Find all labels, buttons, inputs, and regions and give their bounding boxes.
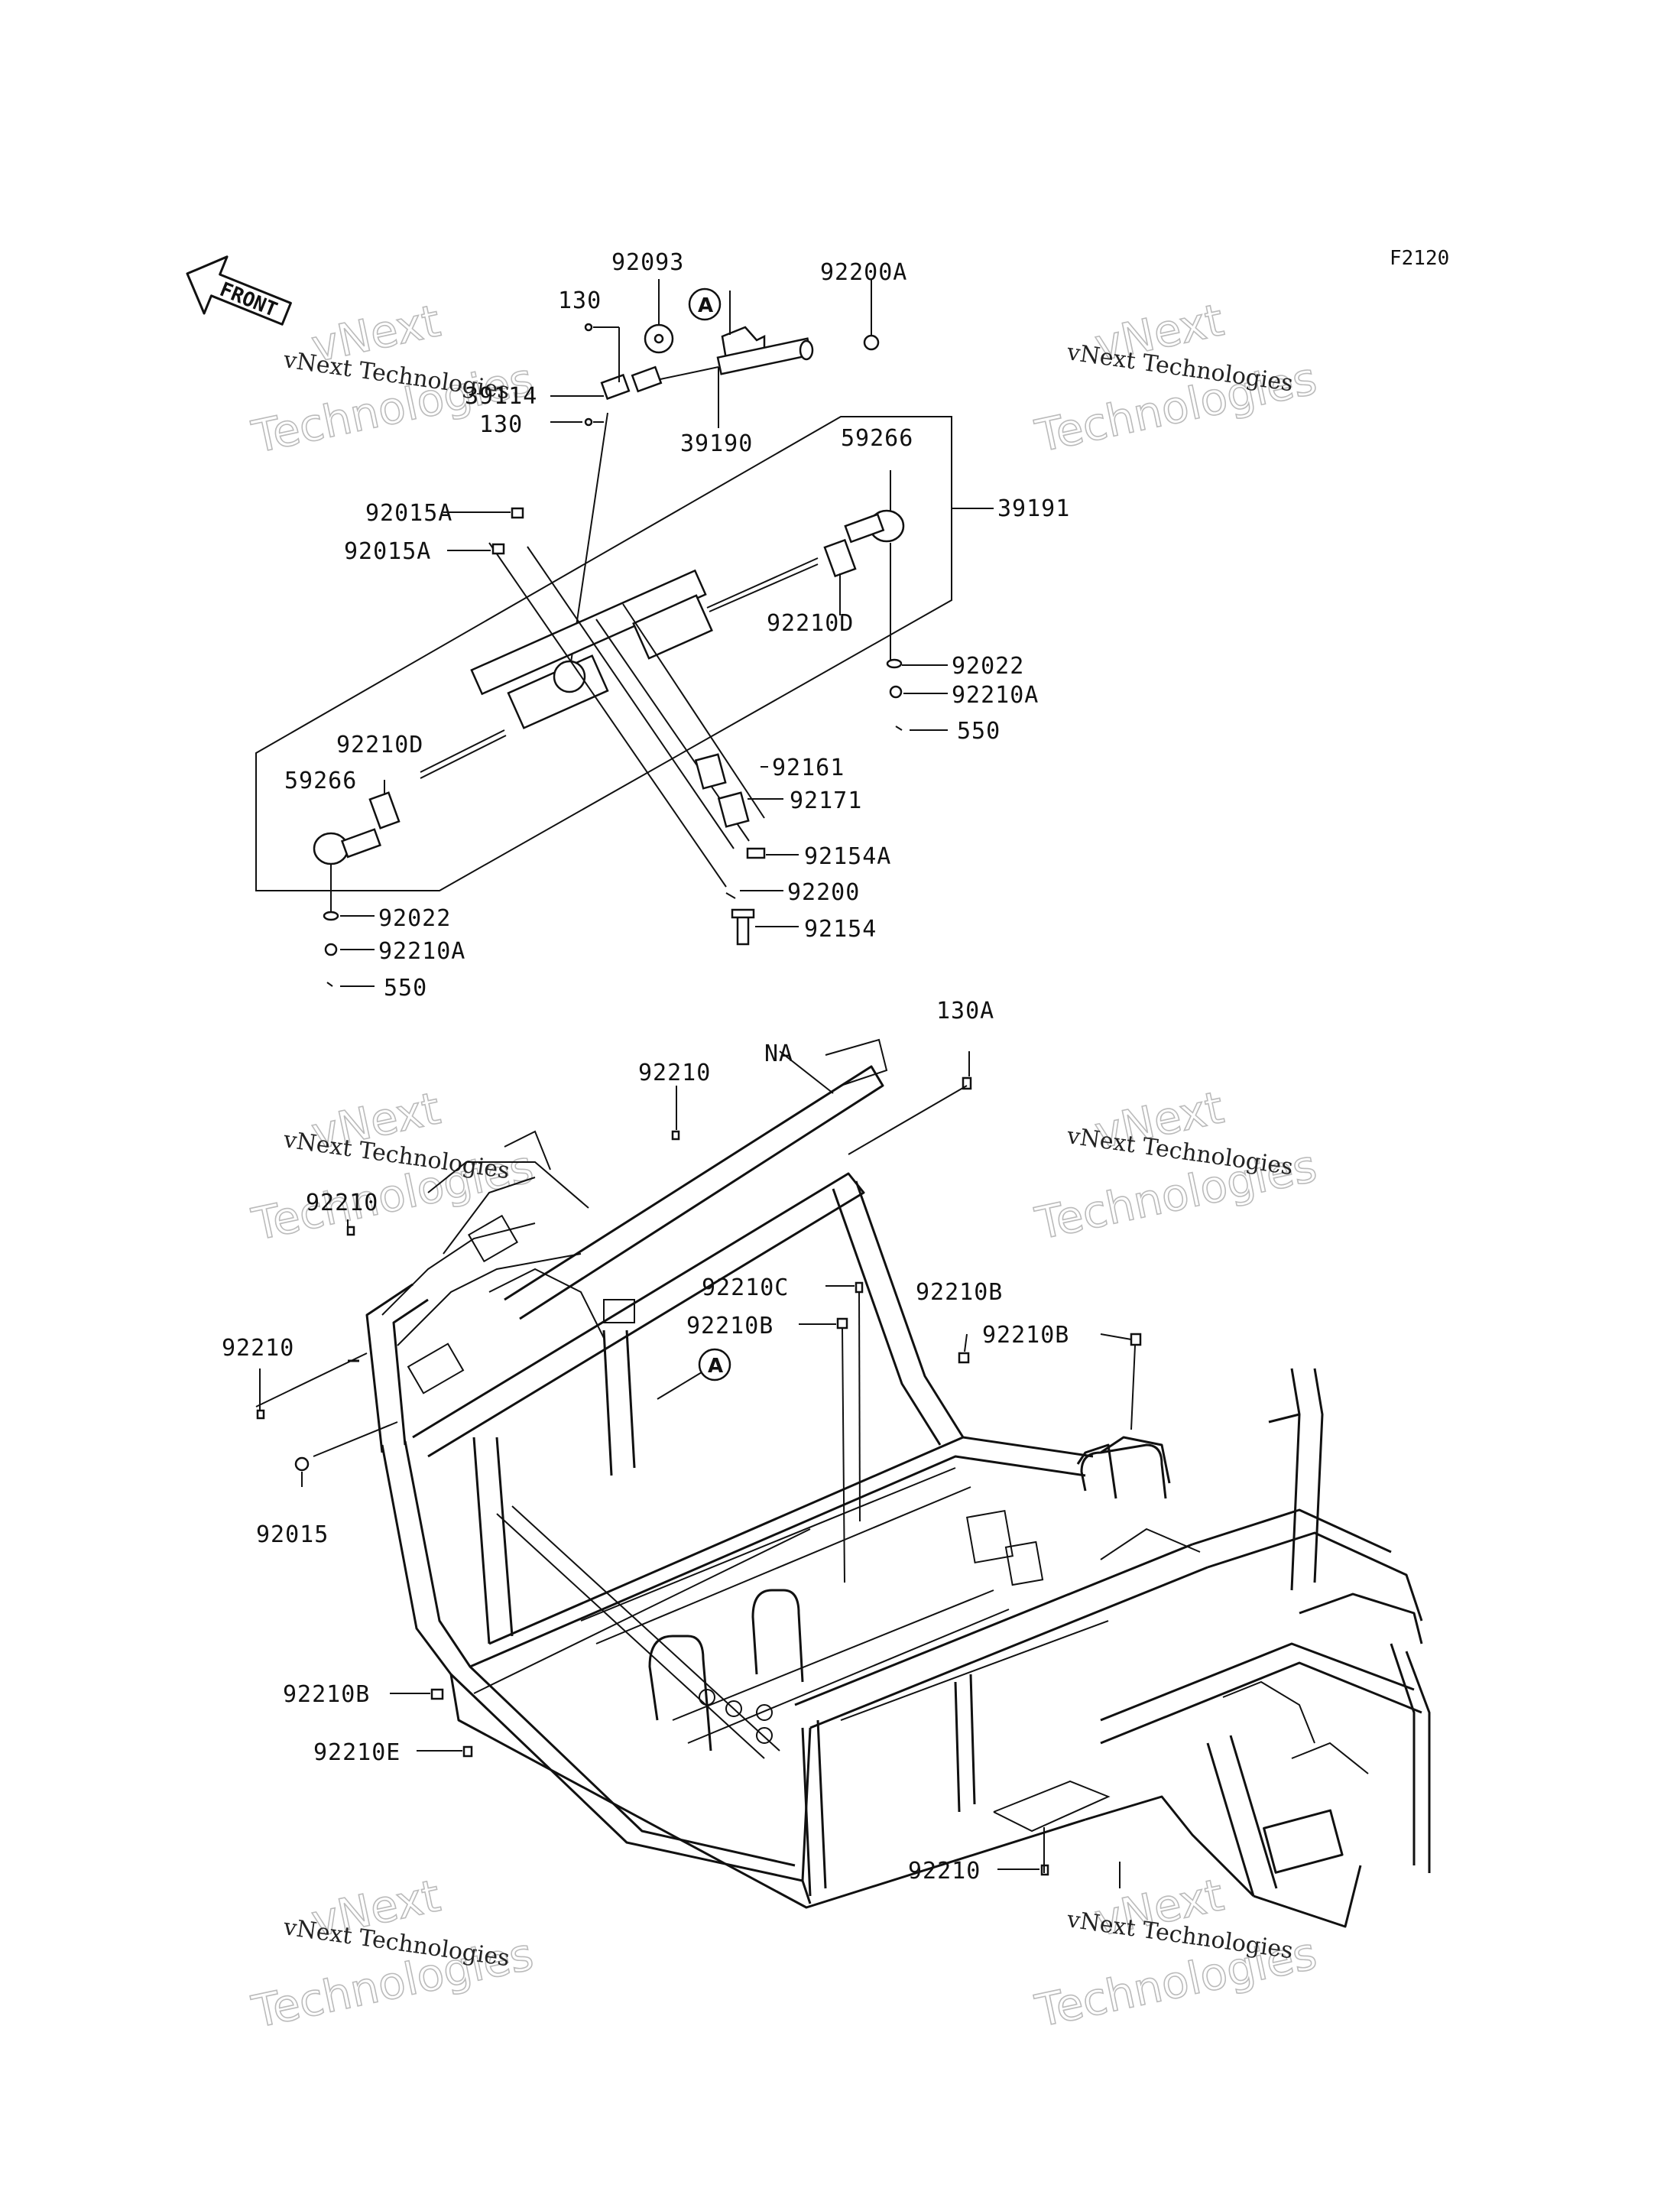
label-92015: 92015 <box>256 1521 329 1548</box>
label-92210A-right: 92210A <box>952 682 1039 709</box>
label-130-top: 130 <box>558 287 602 314</box>
label-92154A: 92154A <box>804 843 891 870</box>
front-marker: FRONT <box>216 278 281 322</box>
label-550-left: 550 <box>384 975 427 1002</box>
label-92022-left: 92022 <box>378 905 451 932</box>
label-59266-left: 59266 <box>284 768 357 794</box>
leader-lines-upper <box>340 395 948 987</box>
label-130-mid: 130 <box>479 411 523 438</box>
label-NA: NA <box>764 1041 793 1067</box>
label-92015A-2: 92015A <box>344 538 431 565</box>
label-92210B-right-1: 92210B <box>916 1279 1003 1306</box>
steering-assembly <box>255 279 994 987</box>
label-92200: 92200 <box>787 879 860 906</box>
label-92210A-left: 92210A <box>378 938 465 965</box>
label-92022-right: 92022 <box>952 653 1024 680</box>
label-92210E: 92210E <box>313 1739 401 1766</box>
reference-marker-a-upper: A <box>688 287 722 321</box>
part-labels: 92093 92200A 130 39114 130 39190 59266 3… <box>222 249 1070 1885</box>
label-92210-bottom: 92210 <box>908 1858 981 1885</box>
label-39190: 39190 <box>680 430 753 457</box>
label-92210-top: 92210 <box>638 1060 711 1086</box>
label-92093: 92093 <box>611 249 684 276</box>
diagram-code: F2120 <box>1390 247 1449 270</box>
label-130A: 130A <box>936 998 994 1024</box>
label-92210-left-2: 92210 <box>222 1335 294 1362</box>
vehicle-frame <box>348 1038 1431 1928</box>
reference-marker-a-lower: A <box>657 1348 731 1400</box>
frame-fasteners <box>255 1076 1142 1888</box>
label-92210B-center: 92210B <box>686 1313 774 1339</box>
label-92210B-right-2: 92210B <box>982 1322 1069 1349</box>
label-59266-right: 59266 <box>841 425 913 452</box>
label-92161: 92161 <box>772 755 845 781</box>
svg-text:A: A <box>708 1355 723 1378</box>
label-92154: 92154 <box>804 916 877 943</box>
label-92210D-left: 92210D <box>336 732 423 758</box>
label-39114: 39114 <box>465 383 537 410</box>
label-39191: 39191 <box>997 495 1070 522</box>
label-92210C: 92210C <box>702 1274 789 1301</box>
label-92210-left-1: 92210 <box>306 1190 378 1216</box>
label-92210D-right: 92210D <box>767 610 854 637</box>
label-550-right: 550 <box>957 718 1001 745</box>
leader-lines-lower <box>259 1050 1132 1870</box>
label-92200A: 92200A <box>820 259 907 286</box>
label-92171: 92171 <box>790 787 862 814</box>
svg-text:A: A <box>698 294 713 317</box>
label-92015A-1: 92015A <box>365 500 452 527</box>
front-arrow-icon: FRONT <box>186 255 292 326</box>
label-92210B-left: 92210B <box>283 1681 370 1708</box>
